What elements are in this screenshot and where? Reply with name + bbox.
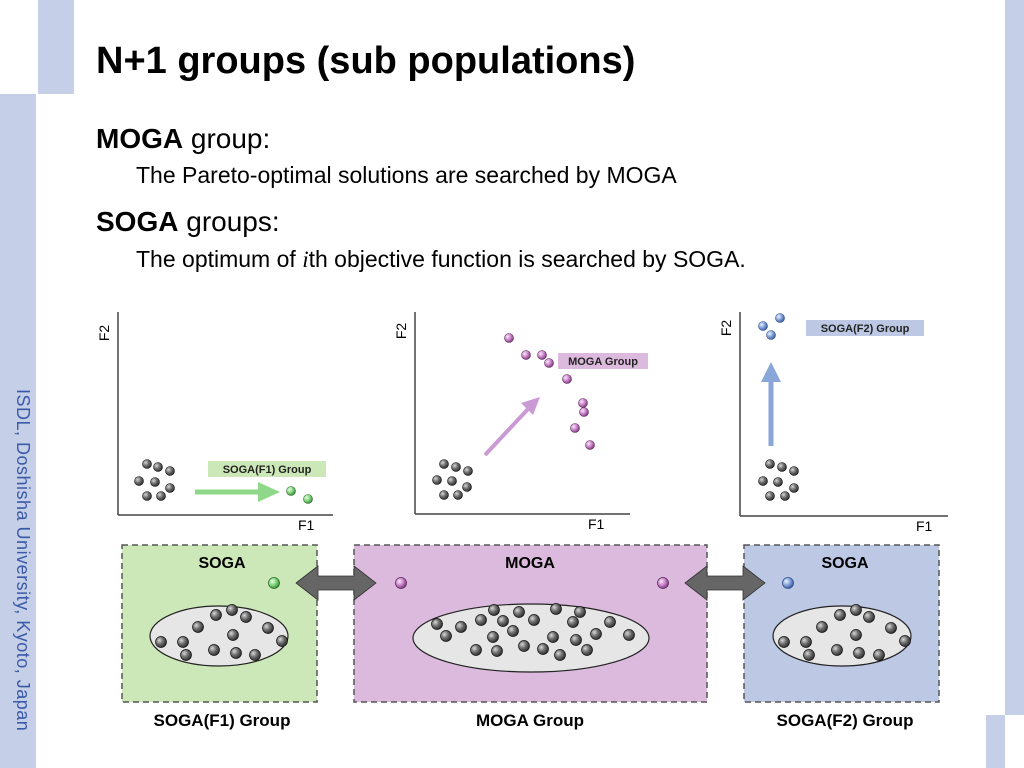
- box1-green-dot: [268, 577, 280, 589]
- box-moga: MOGA: [353, 544, 708, 730]
- box1-population-dots: [155, 604, 288, 661]
- accent-bar-bottom-right: [986, 715, 1005, 768]
- plot3-ylabel: F2: [718, 320, 734, 337]
- plot3-blue-dot: [775, 313, 785, 323]
- plot1-arrow: [195, 482, 280, 502]
- box3-population-dots: [778, 604, 911, 661]
- box2-population-dots: [431, 603, 635, 661]
- plot1-green-dot: [286, 486, 296, 496]
- box2-purple-dot: [395, 577, 407, 589]
- soga-desc-pre: The optimum of: [136, 246, 303, 272]
- moga-heading-rest: group:: [183, 123, 271, 154]
- plot1-tag-bg: [208, 461, 326, 477]
- plot2-tag: MOGA Group: [568, 356, 638, 368]
- double-arrow-left: [295, 565, 377, 601]
- plot3-blue-dot: [766, 330, 776, 340]
- accent-bar-left: [0, 94, 36, 768]
- box3-blue-dot: [782, 577, 794, 589]
- plot3-tag-bg: [806, 320, 924, 336]
- plot3-tag: SOGA(F2) Group: [821, 323, 910, 335]
- accent-bar-top-left: [38, 0, 74, 94]
- plot2-tag-bg: [558, 353, 648, 369]
- soga-description: The optimum of ith objective function is…: [136, 246, 746, 273]
- moga-term: MOGA: [96, 123, 184, 154]
- box2-title: MOGA: [505, 555, 555, 572]
- plot2-population-dots: [432, 459, 473, 500]
- box-soga-f1: SOGA SOGA(F1) Group: [121, 544, 318, 730]
- box2-purple-dot: [657, 577, 669, 589]
- soga-heading-rest: groups:: [178, 206, 280, 237]
- plot1-green-dot: [303, 494, 313, 504]
- plot-soga-f2: F2 F1 SOGA(F2) Group: [718, 312, 948, 534]
- soga-term: SOGA: [96, 206, 179, 237]
- moga-description: The Pareto-optimal solutions are searche…: [136, 162, 677, 188]
- box2-caption: MOGA Group: [476, 711, 584, 730]
- plot3-blue-dot: [758, 321, 768, 331]
- plot2-xlabel: F1: [588, 516, 605, 532]
- plot1-xlabel: F1: [298, 517, 315, 533]
- soga-desc-post: th objective function is searched by SOG…: [308, 246, 746, 272]
- plot2-pareto-dots: [504, 333, 595, 450]
- plot2-ylabel: F2: [393, 323, 409, 340]
- slide-title: N+1 groups (sub populations): [96, 40, 636, 82]
- plot3-population-dots: [758, 459, 799, 501]
- plot3-xlabel: F1: [916, 518, 933, 534]
- box3-caption: SOGA(F2) Group: [777, 711, 914, 730]
- accent-bar-right: [1005, 0, 1024, 715]
- plot1-tag: SOGA(F1) Group: [223, 464, 312, 476]
- moga-heading: MOGA group:: [96, 123, 270, 155]
- plot1-population-dots: [134, 459, 175, 501]
- plot1-ylabel: F2: [96, 325, 112, 342]
- soga-desc-var: i: [302, 247, 309, 272]
- plot-soga-f1: F2 F1 SOGA(F1) Group: [96, 312, 333, 533]
- plot2-arrow: [483, 397, 540, 457]
- box-soga-f2: SOGA SOGA(F2) Group: [743, 544, 940, 730]
- box1-caption: SOGA(F1) Group: [154, 711, 291, 730]
- box3-title: SOGA: [821, 555, 869, 572]
- double-arrow-right: [684, 565, 766, 601]
- box1-title: SOGA: [198, 555, 246, 572]
- plot3-arrow: [761, 362, 781, 446]
- soga-heading: SOGA groups:: [96, 206, 280, 238]
- plot-moga: F2 F1 MOGA Group: [393, 312, 648, 532]
